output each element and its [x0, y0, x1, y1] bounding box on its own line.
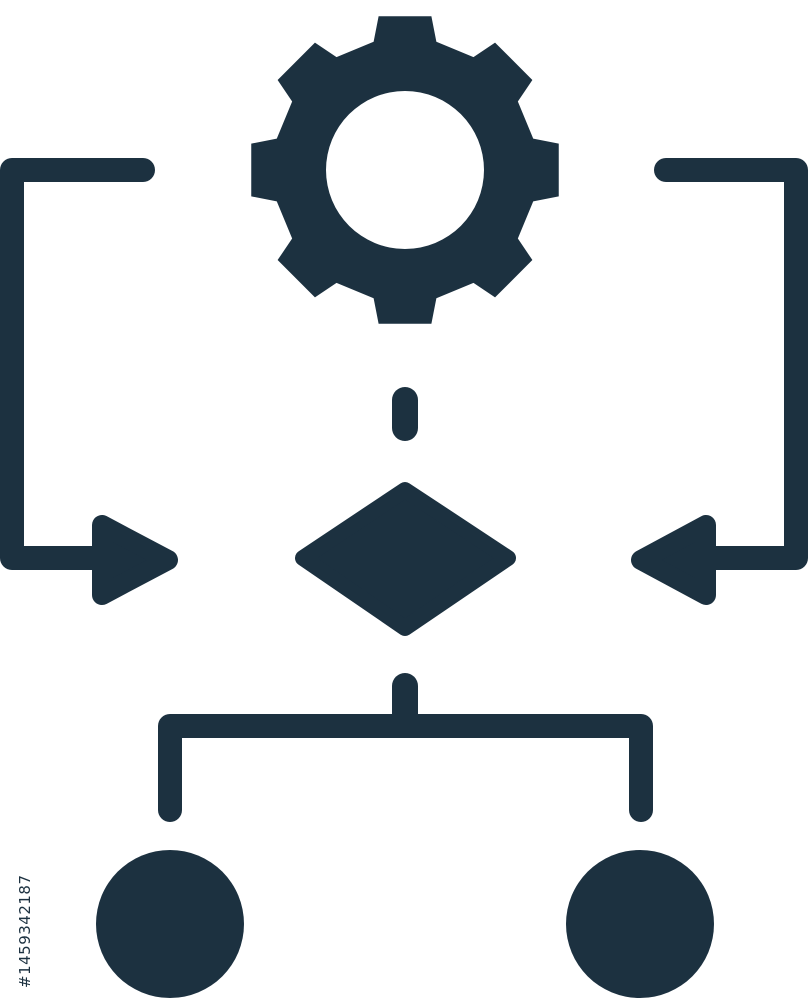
left-arrow-head-icon: [92, 515, 178, 605]
gear-icon: [251, 16, 559, 324]
right-loop-line: [654, 158, 808, 570]
left-loop-line: [0, 158, 155, 570]
right-arrow-head-icon: [631, 515, 716, 605]
stock-id-watermark: #1459342187: [16, 874, 34, 988]
right-node-circle-icon: [566, 850, 714, 998]
decision-diamond-icon: [295, 482, 516, 636]
gear-shape: [251, 16, 559, 324]
branch-lines: [158, 714, 653, 822]
left-node-circle-icon: [96, 850, 244, 998]
